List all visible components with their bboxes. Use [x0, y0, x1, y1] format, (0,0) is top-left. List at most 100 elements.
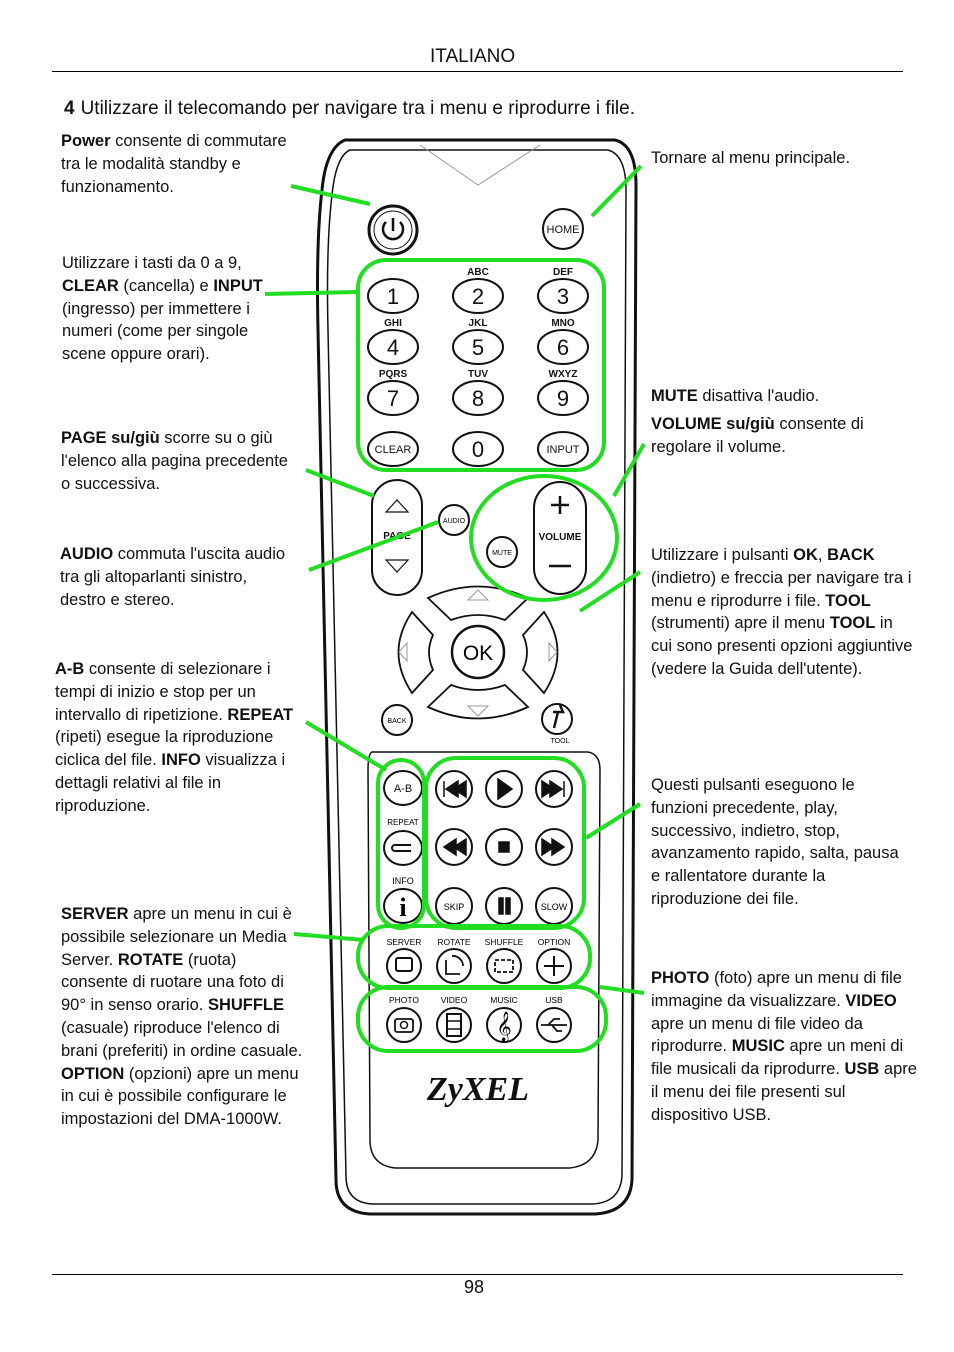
- key-3-button[interactable]: [537, 278, 589, 314]
- stop-icon: [498, 841, 510, 853]
- zyxel-logo: ZyXEL: [426, 1071, 529, 1108]
- page-down-icon: [384, 559, 410, 573]
- key-9-button[interactable]: [537, 380, 589, 416]
- server-label: SERVER: [387, 937, 422, 947]
- key-4-button[interactable]: [367, 329, 419, 365]
- note-ok: Utilizzare i pulsanti OK, BACK (indietro…: [651, 546, 913, 678]
- info-label: INFO: [392, 876, 414, 886]
- usb-label: USB: [545, 995, 563, 1005]
- note-volume: VOLUME su/giù consente di regolare il vo…: [651, 415, 864, 456]
- volume-up-icon: [551, 496, 569, 514]
- key-7-letters: PQRS: [379, 369, 408, 380]
- language-header: ITALIANO: [430, 46, 516, 67]
- repeat-icon: [391, 844, 411, 852]
- lower-panel: [367, 751, 601, 1169]
- ok-button: [450, 624, 506, 680]
- key-8-button[interactable]: [452, 380, 504, 416]
- highlight-photo-row: [356, 985, 608, 1053]
- slow-label: SLOW: [541, 902, 568, 912]
- note-mute: MUTE disattiva l'audio.: [651, 387, 820, 405]
- treble-clef-icon: 𝄞: [496, 1011, 511, 1043]
- key-9-letters: WXYZ: [549, 369, 578, 380]
- wrench-icon: [552, 704, 565, 729]
- photo-label: PHOTO: [389, 995, 419, 1005]
- prev-icon: [443, 779, 467, 799]
- zero-label: 0: [472, 437, 484, 462]
- pause-button[interactable]: [485, 887, 523, 925]
- back-button: [381, 704, 413, 736]
- note-ab: A-B consente di selezionare i tempi di i…: [55, 660, 294, 815]
- footer-rule: [52, 1274, 903, 1275]
- tool-label: TOOL: [551, 738, 570, 745]
- nav-left-arrow: [397, 610, 435, 695]
- music-button: [486, 1007, 522, 1043]
- key-4-label: 4: [387, 335, 399, 360]
- key-3-label: 3: [557, 284, 569, 309]
- option-label: OPTION: [538, 937, 571, 947]
- key-2-label: 2: [472, 284, 484, 309]
- key-1-button[interactable]: [367, 278, 419, 314]
- mute-label: MUTE: [492, 550, 512, 557]
- input-button: [537, 431, 589, 467]
- nav-down-arrow: [426, 683, 530, 720]
- key-5-label: 5: [472, 335, 484, 360]
- back-label: BACK: [387, 718, 406, 725]
- film-icon: [446, 1013, 462, 1037]
- clear-button: [367, 431, 419, 467]
- ir-window: [419, 144, 541, 186]
- audio-label: AUDIO: [443, 518, 466, 525]
- fastforward-icon: [541, 837, 566, 857]
- key-7-button[interactable]: [367, 380, 419, 416]
- mute-button: [486, 536, 518, 568]
- highlight-mute-volume: [469, 474, 619, 602]
- key-5-button[interactable]: [452, 329, 504, 365]
- info-icon: i: [399, 893, 406, 922]
- photo-button: [386, 1007, 422, 1043]
- key-6-label: 6: [557, 335, 569, 360]
- step-number: 4: [64, 98, 75, 119]
- server-icon: [395, 957, 413, 972]
- option-icon: [544, 956, 564, 976]
- audio-button: [438, 504, 470, 536]
- page-number: 98: [464, 1277, 485, 1297]
- next-icon: [541, 779, 565, 799]
- video-button: [436, 1007, 472, 1043]
- page-up-icon: [384, 499, 410, 513]
- nav-right-arrow: [521, 610, 559, 695]
- key-6-button[interactable]: [537, 329, 589, 365]
- note-page: PAGE su/giù scorre su o giù l'elenco all…: [61, 429, 288, 493]
- shuffle-label: SHUFFLE: [485, 937, 524, 947]
- note-power: Power consente di commutare tra le modal…: [61, 132, 287, 196]
- camera-icon: [394, 1018, 414, 1033]
- note-numbers: Utilizzare i tasti da 0 a 9, CLEAR (canc…: [62, 254, 263, 364]
- key-2-button[interactable]: [452, 278, 504, 314]
- ok-label: OK: [463, 642, 493, 665]
- shuffle-icon: [494, 959, 514, 973]
- key-6-letters: MNO: [551, 318, 575, 329]
- home-button: [542, 208, 584, 250]
- usb-icon: [541, 1018, 567, 1032]
- key-8-letters: TUV: [468, 369, 488, 380]
- pause-icon: [498, 897, 511, 915]
- clear-label: CLEAR: [375, 444, 412, 456]
- highlights: [264, 164, 646, 1053]
- music-label: MUSIC: [490, 995, 517, 1005]
- key-8-label: 8: [472, 386, 484, 411]
- power-icon: [381, 218, 405, 241]
- note-home: Tornare al menu principale.: [651, 149, 851, 167]
- note-photo: PHOTO (foto) apre un menu di file immagi…: [651, 969, 917, 1124]
- zero-button: [452, 431, 504, 467]
- key-5-letters: JKL: [469, 318, 488, 329]
- note-server: SERVER apre un menu in cui è possibile s…: [61, 905, 303, 1129]
- key-9-label: 9: [557, 386, 569, 411]
- play-icon: [497, 777, 514, 801]
- volume-rocker: [533, 481, 587, 595]
- key-2-letters: ABC: [467, 267, 489, 278]
- input-label: INPUT: [547, 444, 580, 456]
- note-audio: AUDIO commuta l'uscita audio tra gli alt…: [60, 545, 286, 609]
- repeat-button: [383, 830, 423, 866]
- volume-label: VOLUME: [539, 532, 582, 543]
